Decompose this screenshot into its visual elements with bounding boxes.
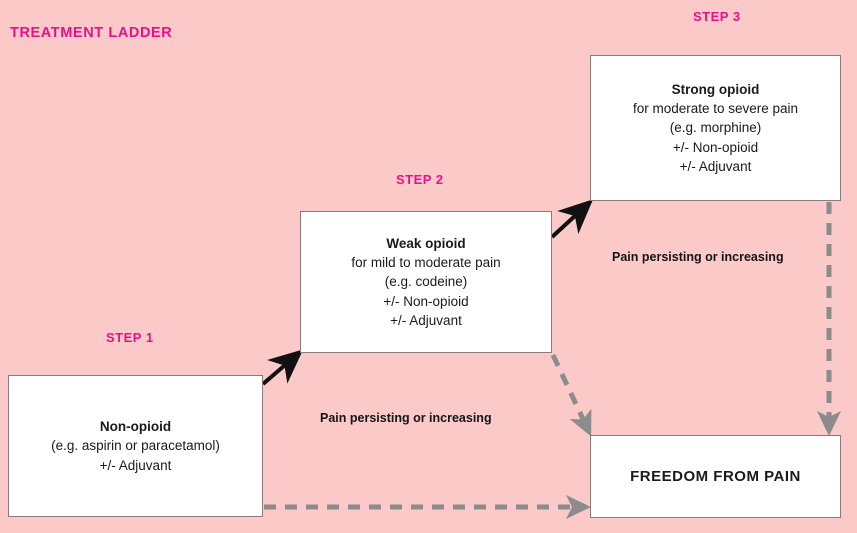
arrow-step2-to-freedom bbox=[550, 353, 592, 437]
step-2-line-2: (e.g. codeine) bbox=[384, 274, 468, 290]
step-3-line-4: +/- Adjuvant bbox=[679, 158, 752, 174]
step-2-line-3: +/- Non-opioid bbox=[383, 293, 469, 309]
step-label-1: STEP 1 bbox=[106, 330, 154, 345]
step-1-line-1: (e.g. aspirin or paracetamol) bbox=[51, 438, 220, 454]
step-2-title: Weak opioid bbox=[386, 236, 466, 252]
step-2-line-1: for mild to moderate pain bbox=[351, 255, 501, 271]
step-3-line-2: (e.g. morphine) bbox=[669, 120, 762, 136]
step-3-line-1: for moderate to severe pain bbox=[632, 101, 799, 117]
step-3-line-3: +/- Non-opioid bbox=[672, 139, 759, 155]
arrow-step1-to-step2 bbox=[261, 349, 304, 386]
step-2-box: Weak opioid for mild to moderate pain (e… bbox=[300, 211, 552, 353]
flow-label-lower: Pain persisting or increasing bbox=[320, 411, 492, 425]
flow-label-upper: Pain persisting or increasing bbox=[612, 250, 784, 264]
step-label-2: STEP 2 bbox=[396, 172, 444, 187]
freedom-from-pain-label: FREEDOM FROM PAIN bbox=[630, 468, 801, 485]
arrow-step2-to-step3 bbox=[550, 199, 594, 239]
step-1-box: Non-opioid (e.g. aspirin or paracetamol)… bbox=[8, 375, 263, 517]
freedom-from-pain-box: FREEDOM FROM PAIN bbox=[590, 435, 841, 518]
step-2-line-4: +/- Adjuvant bbox=[390, 312, 462, 328]
diagram-title: TREATMENT LADDER bbox=[10, 25, 173, 41]
step-3-title: Strong opioid bbox=[671, 82, 760, 98]
step-1-line-2: +/- Adjuvant bbox=[99, 457, 172, 473]
step-1-title: Non-opioid bbox=[99, 419, 172, 435]
step-3-box: Strong opioid for moderate to severe pai… bbox=[590, 55, 841, 201]
step-label-3: STEP 3 bbox=[693, 9, 741, 24]
